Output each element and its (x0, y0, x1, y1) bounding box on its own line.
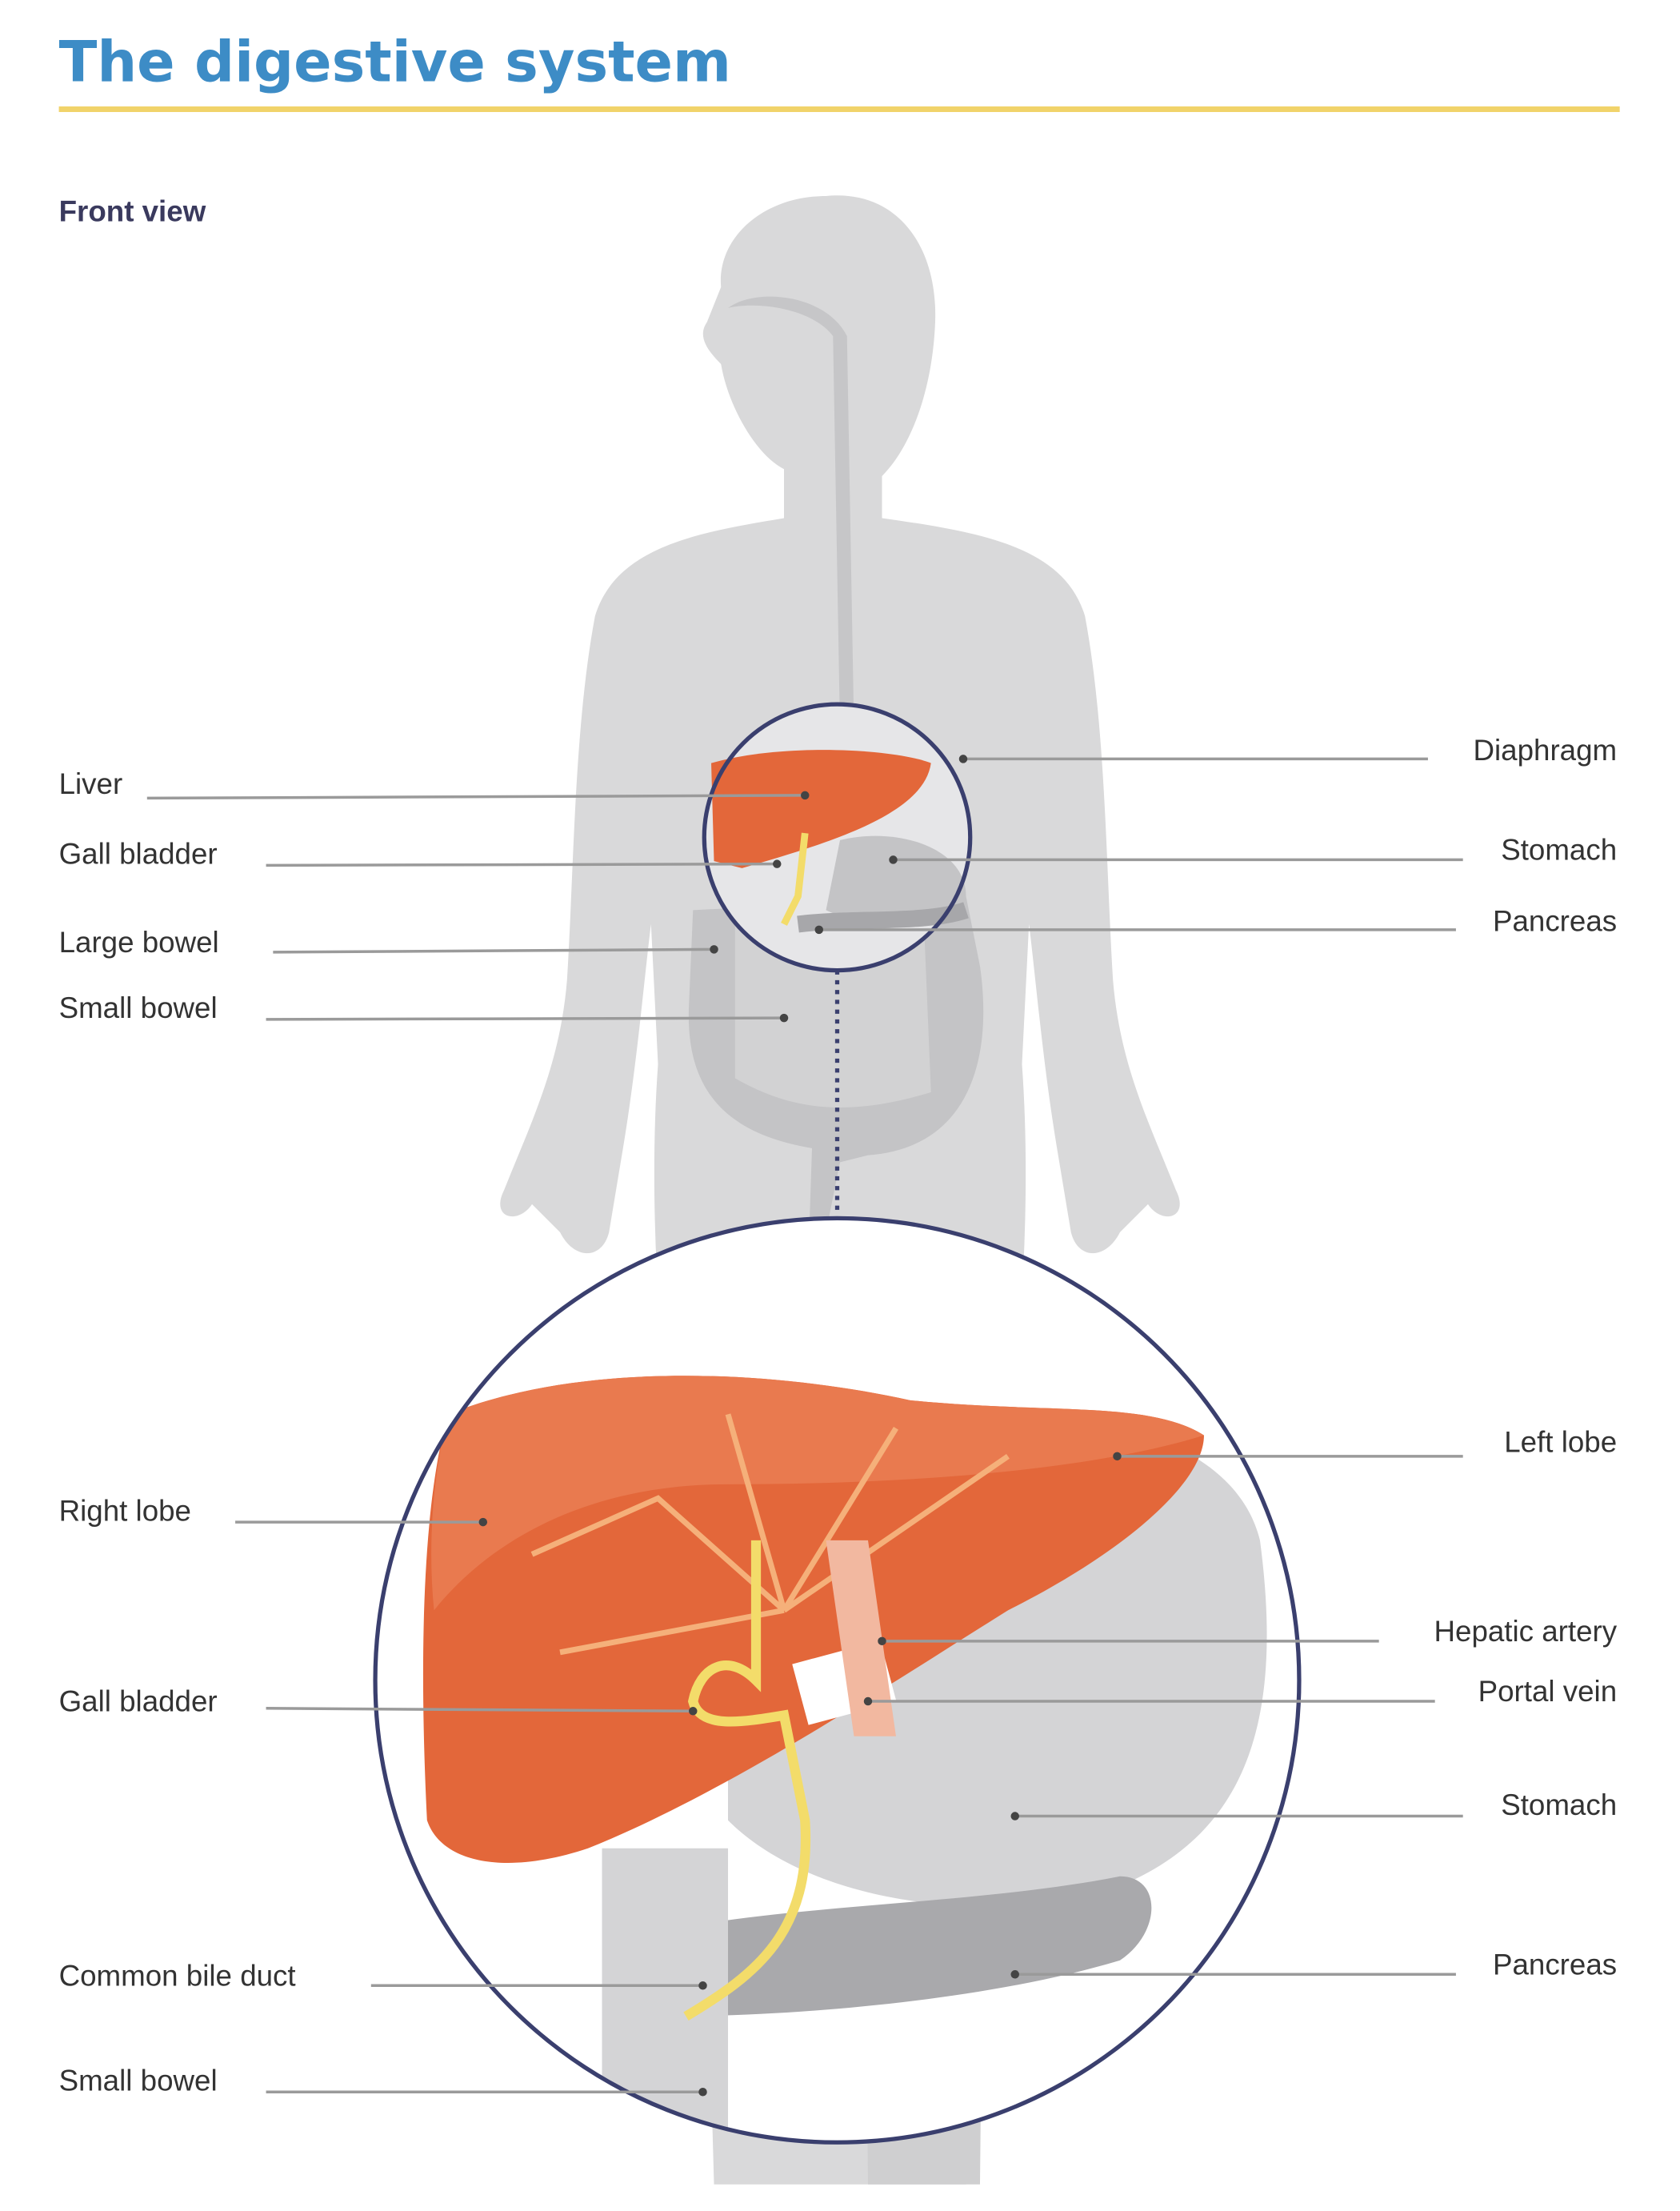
common-bile-duct (683, 1540, 811, 2021)
small-bowel-large (602, 1848, 729, 2143)
label-right-lobe: Right lobe (59, 1494, 191, 1527)
page-title: The digestive system (59, 29, 731, 94)
body-silhouette (500, 195, 1180, 2185)
liver-vessels (530, 1413, 1010, 1656)
large-zoom-circle (373, 1216, 1302, 2145)
label-diaphragm: Diaphragm (1473, 734, 1617, 767)
large-zoom-detail (375, 1218, 1299, 2143)
liver-small (711, 750, 931, 868)
label-stomach: Stomach (1501, 833, 1617, 866)
label-portal-vein: Portal vein (1478, 1675, 1618, 1708)
small-bowel-shape (734, 923, 931, 1108)
pancreas-large (658, 1876, 1152, 2017)
top-right-labels: Diaphragm Stomach Pancreas (814, 734, 1617, 938)
label-common-bile-duct: Common bile duct (59, 1959, 296, 1992)
label-small-bowel: Small bowel (59, 991, 218, 1024)
label-pancreas-detail: Pancreas (1493, 1948, 1617, 1981)
bile-duct-small (781, 832, 809, 926)
label-gall-bladder: Gall bladder (59, 838, 218, 871)
label-left-lobe: Left lobe (1504, 1426, 1617, 1459)
liver-highlight (431, 1376, 1204, 1611)
label-small-bowel-detail: Small bowel (59, 2065, 218, 2097)
label-pancreas: Pancreas (1493, 905, 1617, 938)
label-hepatic-artery: Hepatic artery (1434, 1615, 1617, 1648)
stomach-small (826, 835, 966, 922)
top-left-labels: Liver Gall bladder Large bowel Small bow… (59, 767, 810, 1024)
portal-vein (826, 1540, 896, 1736)
pancreas-small (797, 902, 969, 933)
title-rule (58, 106, 1620, 112)
bottom-left-labels: Right lobe Gall bladder Common bile duct… (59, 1494, 707, 2097)
bottom-right-labels: Left lobe Hepatic artery Portal vein Sto… (863, 1426, 1618, 1981)
label-stomach-detail: Stomach (1501, 1788, 1617, 1821)
subtitle: Front view (59, 194, 206, 227)
liver-large (422, 1376, 1204, 1863)
label-gall-bladder-detail: Gall bladder (59, 1684, 218, 1717)
label-liver: Liver (59, 767, 123, 800)
label-large-bowel: Large bowel (59, 926, 219, 959)
esophagus (728, 296, 854, 728)
